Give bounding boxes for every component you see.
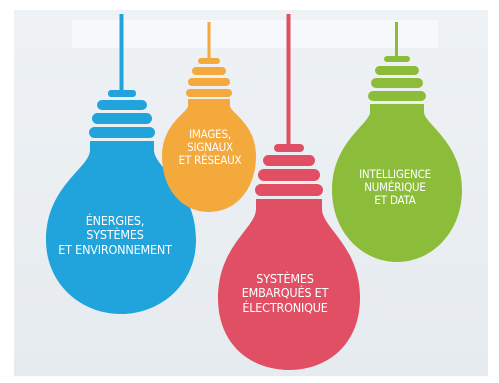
bulb-systemes (218, 14, 360, 370)
label-line: SIGNAUX (187, 140, 233, 155)
label-line: INTELLIGENCE (359, 167, 431, 181)
bulb-images-label: IMAGES, SIGNAUX ET RÉSEAUX (165, 127, 255, 168)
label-line: ET RÉSEAUX (178, 153, 242, 168)
label-line: ÉLECTRONIQUE (242, 299, 328, 315)
label-line: SYSTÈMES (256, 271, 314, 286)
label-line: NUMÉRIQUE (364, 180, 426, 195)
label-line: SYSTÈMES (86, 227, 144, 243)
label-line: EMBARQUÉS ET (241, 285, 329, 301)
label-line: IMAGES, (189, 127, 231, 141)
bulb-images (162, 22, 256, 212)
bulb-energies-label: ÉNERGIES, SYSTÈMES ET ENVIRONNEMENT (40, 213, 190, 257)
label-line: ÉNERGIES, (85, 213, 145, 228)
label-line: ET DATA (374, 193, 416, 208)
bulb-intelligence (332, 22, 462, 262)
bulb-energies (46, 14, 196, 314)
bulb-systemes-label: SYSTÈMES EMBARQUÉS ET ÉLECTRONIQUE (222, 271, 348, 315)
top-banner (72, 20, 438, 48)
bulb-intelligence-label: INTELLIGENCE NUMÉRIQUE ET DATA (338, 167, 452, 208)
label-line: ET ENVIRONNEMENT (58, 241, 172, 257)
